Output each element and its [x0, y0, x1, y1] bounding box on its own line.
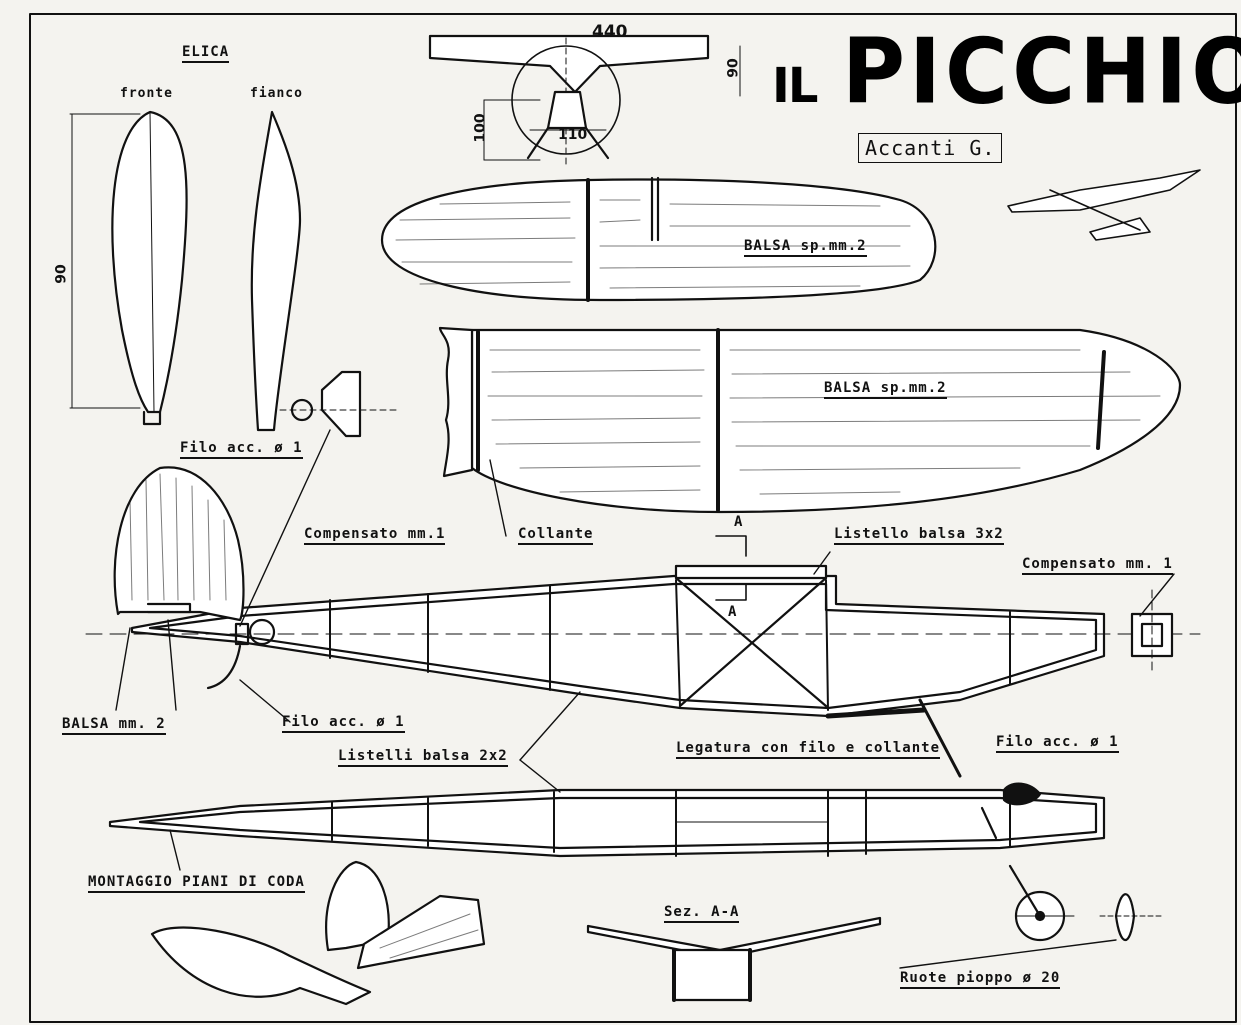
- label-balsa-rudder: BALSA mm. 2: [62, 716, 166, 735]
- fuselage-top: [108, 782, 1106, 858]
- sheet-border: [29, 13, 1237, 1023]
- dim-span: 440: [592, 22, 628, 42]
- label-filo-acc-mid: Filo acc. ø 1: [282, 714, 405, 733]
- label-listelli: Listelli balsa 2x2: [338, 748, 508, 767]
- label-fronte: fronte: [120, 86, 173, 101]
- propeller-front: [69, 110, 188, 426]
- label-elica: ELICA: [182, 44, 230, 63]
- label-ruote: Ruote pioppo ø 20: [900, 970, 1061, 989]
- stabilizer: [380, 176, 937, 302]
- label-collante: Collante: [518, 526, 594, 545]
- title-name: PICCHIO: [842, 19, 1241, 125]
- label-sez-aa: Sez. A-A: [664, 904, 740, 923]
- label-fianco: fianco: [250, 86, 303, 101]
- author-signature: Accanti G.: [858, 133, 1003, 163]
- dim-prop-length: 90: [53, 264, 70, 284]
- model-sketch: [1007, 169, 1201, 241]
- rudder: [113, 466, 276, 690]
- front-view: [428, 34, 741, 169]
- wing: [438, 326, 1182, 514]
- tail-assembly: [150, 860, 486, 1006]
- label-compensato-left: Compensato mm.1: [304, 526, 446, 545]
- dim-height-left: 100: [472, 113, 489, 143]
- fuselage-side: [85, 564, 1201, 778]
- label-montaggio: MONTAGGIO PIANI DI CODA: [88, 874, 305, 893]
- label-balsa-stabilizer: BALSA sp.mm.2: [744, 238, 867, 257]
- label-legatura: Legatura con filo e collante: [676, 740, 941, 759]
- dim-wheel-span: 110: [558, 127, 588, 143]
- label-compensato-right: Compensato mm. 1: [1022, 556, 1173, 575]
- dim-height-right: 90: [725, 58, 742, 78]
- label-filo-acc-top: Filo acc. ø 1: [180, 440, 303, 459]
- label-filo-acc-right: Filo acc. ø 1: [996, 734, 1119, 753]
- title-prefix: IL: [772, 58, 818, 114]
- label-listello: Listello balsa 3x2: [834, 526, 1004, 545]
- label-section-a-top: A: [734, 514, 744, 530]
- label-section-a-bottom: A: [728, 604, 738, 620]
- propeller-side: [250, 110, 397, 438]
- label-balsa-wing: BALSA sp.mm.2: [824, 380, 947, 399]
- section-aa: [586, 916, 882, 1002]
- wheels: [1008, 864, 1165, 942]
